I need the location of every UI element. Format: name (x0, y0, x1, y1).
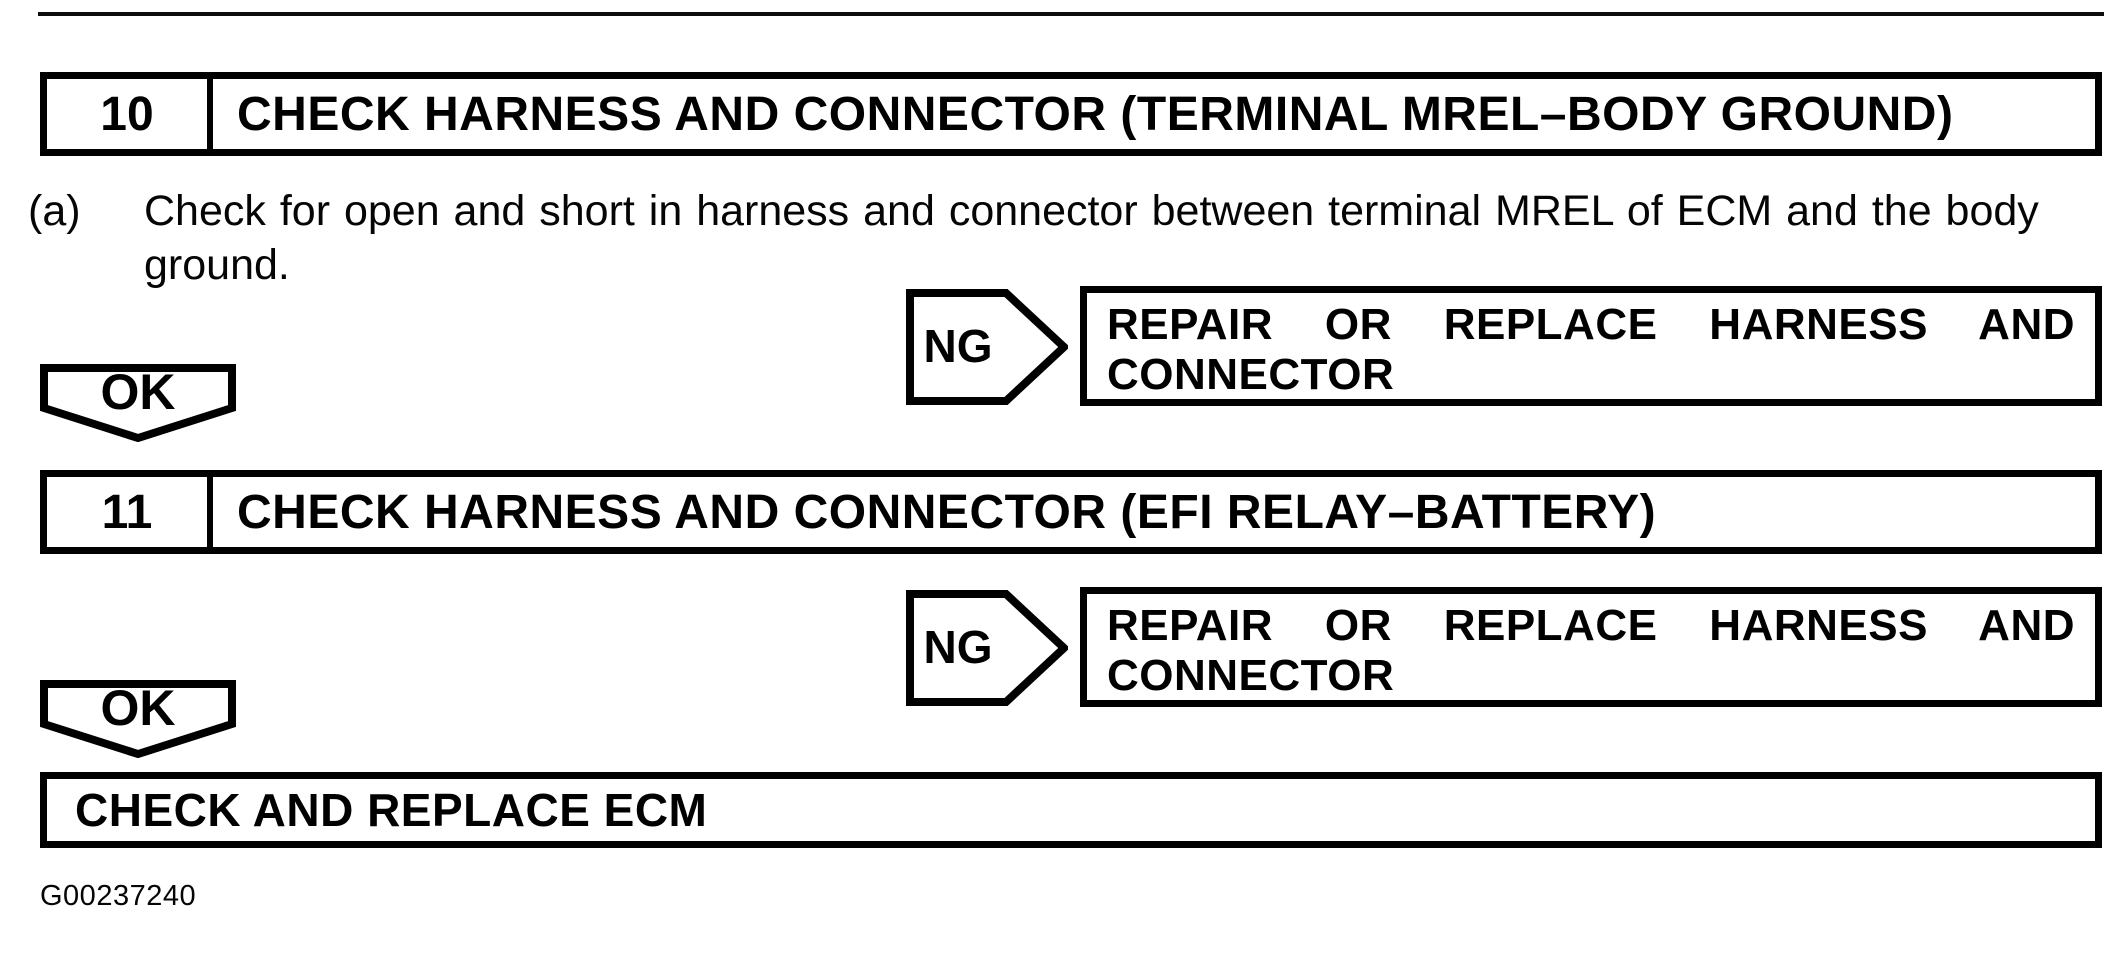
step-number-cell: 10 (47, 79, 213, 149)
ok-banner-icon (40, 680, 236, 758)
figure-id: G00237240 (40, 880, 197, 912)
repair-action-box: REPAIR OR REPLACE HARNESS AND CONNECTOR (1080, 587, 2102, 707)
final-action-label: CHECK AND REPLACE ECM (75, 784, 708, 836)
ng-arrow: NG (906, 289, 1068, 405)
step-box-11: 11 CHECK HARNESS AND CONNECTOR (EFI RELA… (40, 470, 2102, 554)
repair-action-line-1: REPAIR OR REPLACE HARNESS AND (1107, 300, 2075, 349)
instruction-line-1: Check for open and short in harness and … (144, 187, 2039, 235)
step-box-10: 10 CHECK HARNESS AND CONNECTOR (TERMINAL… (40, 72, 2102, 156)
repair-action-line-1: REPAIR OR REPLACE HARNESS AND (1107, 601, 2075, 650)
instruction-line-2: ground. (144, 241, 290, 289)
ng-label: NG (923, 621, 993, 673)
final-action-box: CHECK AND REPLACE ECM (40, 772, 2102, 848)
ok-banner: OK (40, 680, 236, 758)
step-number: 11 (101, 485, 153, 539)
repair-action-line-2: CONNECTOR (1107, 350, 1395, 399)
ng-arrow-icon (906, 590, 1068, 706)
step-title: CHECK HARNESS AND CONNECTOR (TERMINAL MR… (237, 87, 1954, 141)
top-rule-divider (38, 12, 2104, 16)
ng-arrow: NG (906, 590, 1068, 706)
step-number: 10 (100, 87, 154, 141)
ok-banner: OK (40, 364, 236, 442)
ng-arrow-icon (906, 289, 1068, 405)
instruction-label: (a) (28, 187, 81, 235)
ng-label: NG (923, 320, 993, 372)
repair-action-line-2: CONNECTOR (1107, 651, 1395, 700)
ok-label: OK (100, 680, 176, 736)
ok-label: OK (100, 364, 176, 420)
repair-action-box: REPAIR OR REPLACE HARNESS AND CONNECTOR (1080, 286, 2102, 406)
step-title: CHECK HARNESS AND CONNECTOR (EFI RELAY–B… (237, 485, 1657, 539)
ok-banner-icon (40, 364, 236, 442)
step-number-cell: 11 (47, 477, 213, 547)
